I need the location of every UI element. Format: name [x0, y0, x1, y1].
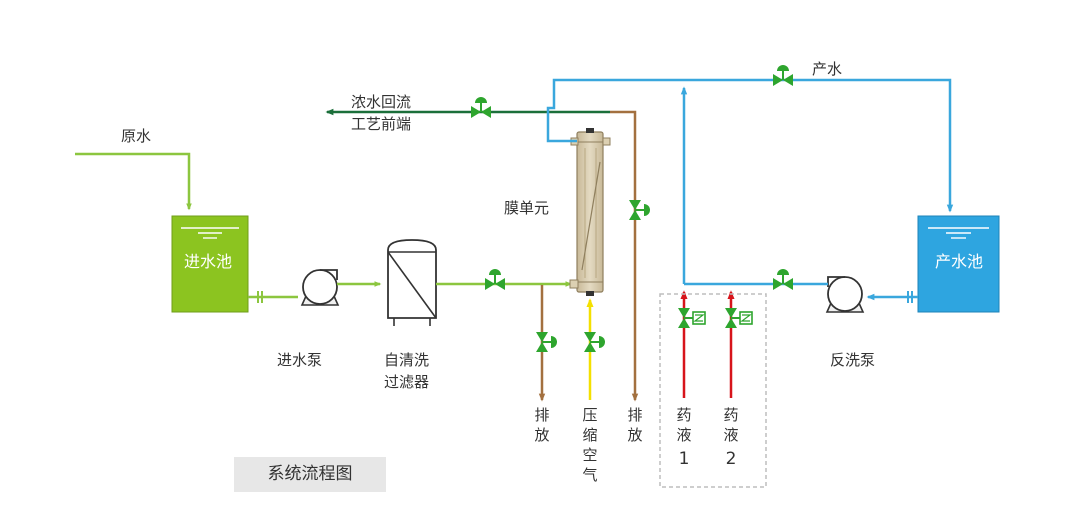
- flange-icon: [257, 291, 263, 303]
- compressed-air-label: 压缩空气: [582, 406, 598, 484]
- product-tank: [917, 215, 1000, 313]
- feed-valve-icon: [485, 269, 505, 290]
- product-tank-label: 产水池: [935, 252, 984, 271]
- raw-water-line: [75, 152, 192, 211]
- raw-water-label: 原水: [121, 127, 152, 145]
- feed-drain-valve-icon: [536, 332, 557, 352]
- chemical-2-number: 2: [725, 449, 737, 469]
- flange-icon-2: [907, 291, 913, 303]
- concentrate-label-line1: 浓水回流: [351, 93, 412, 111]
- filter-label-line1: 自清洗: [384, 351, 430, 369]
- membrane-drain-valve-icon: [629, 200, 650, 220]
- membrane-drain-line: [610, 110, 639, 402]
- membrane-unit: [569, 128, 611, 296]
- backwash-pump-label: 反洗泵: [830, 351, 876, 369]
- drain-2-label: 排放: [627, 406, 643, 444]
- feed-pump: [300, 269, 340, 306]
- feed-tank-level-icon: [181, 227, 239, 239]
- concentrate-valve-icon: [471, 97, 491, 118]
- product-tank-level-icon: [928, 227, 989, 239]
- product-water-line: [546, 78, 954, 213]
- feed-pump-label: 进水泵: [277, 351, 323, 369]
- backwash-valve-icon: [773, 269, 793, 290]
- membrane-label: 膜单元: [504, 199, 550, 217]
- filter-label-line2: 过滤器: [384, 373, 430, 391]
- product-water-label: 产水: [812, 60, 843, 78]
- concentrate-label-line2: 工艺前端: [351, 115, 412, 133]
- chemical-1-solenoid-valve-icon: [678, 308, 706, 328]
- chemical-2-solenoid-valve-icon: [725, 308, 753, 328]
- feed-tank-label: 进水池: [184, 252, 233, 271]
- chemical-1-label: 药液: [676, 406, 692, 444]
- product-valve-icon: [773, 65, 793, 86]
- drain-1-label: 排放: [534, 406, 550, 444]
- backwash-pump: [825, 276, 865, 313]
- air-valve-icon: [584, 332, 605, 352]
- diagram-caption: 系统流程图: [234, 457, 386, 492]
- chemical-dosing-box: [659, 293, 767, 488]
- self-cleaning-filter: [387, 239, 437, 326]
- chemical-1-number: 1: [678, 449, 690, 469]
- feed-tank: [171, 215, 249, 313]
- chemical-2-label: 药液: [723, 406, 739, 444]
